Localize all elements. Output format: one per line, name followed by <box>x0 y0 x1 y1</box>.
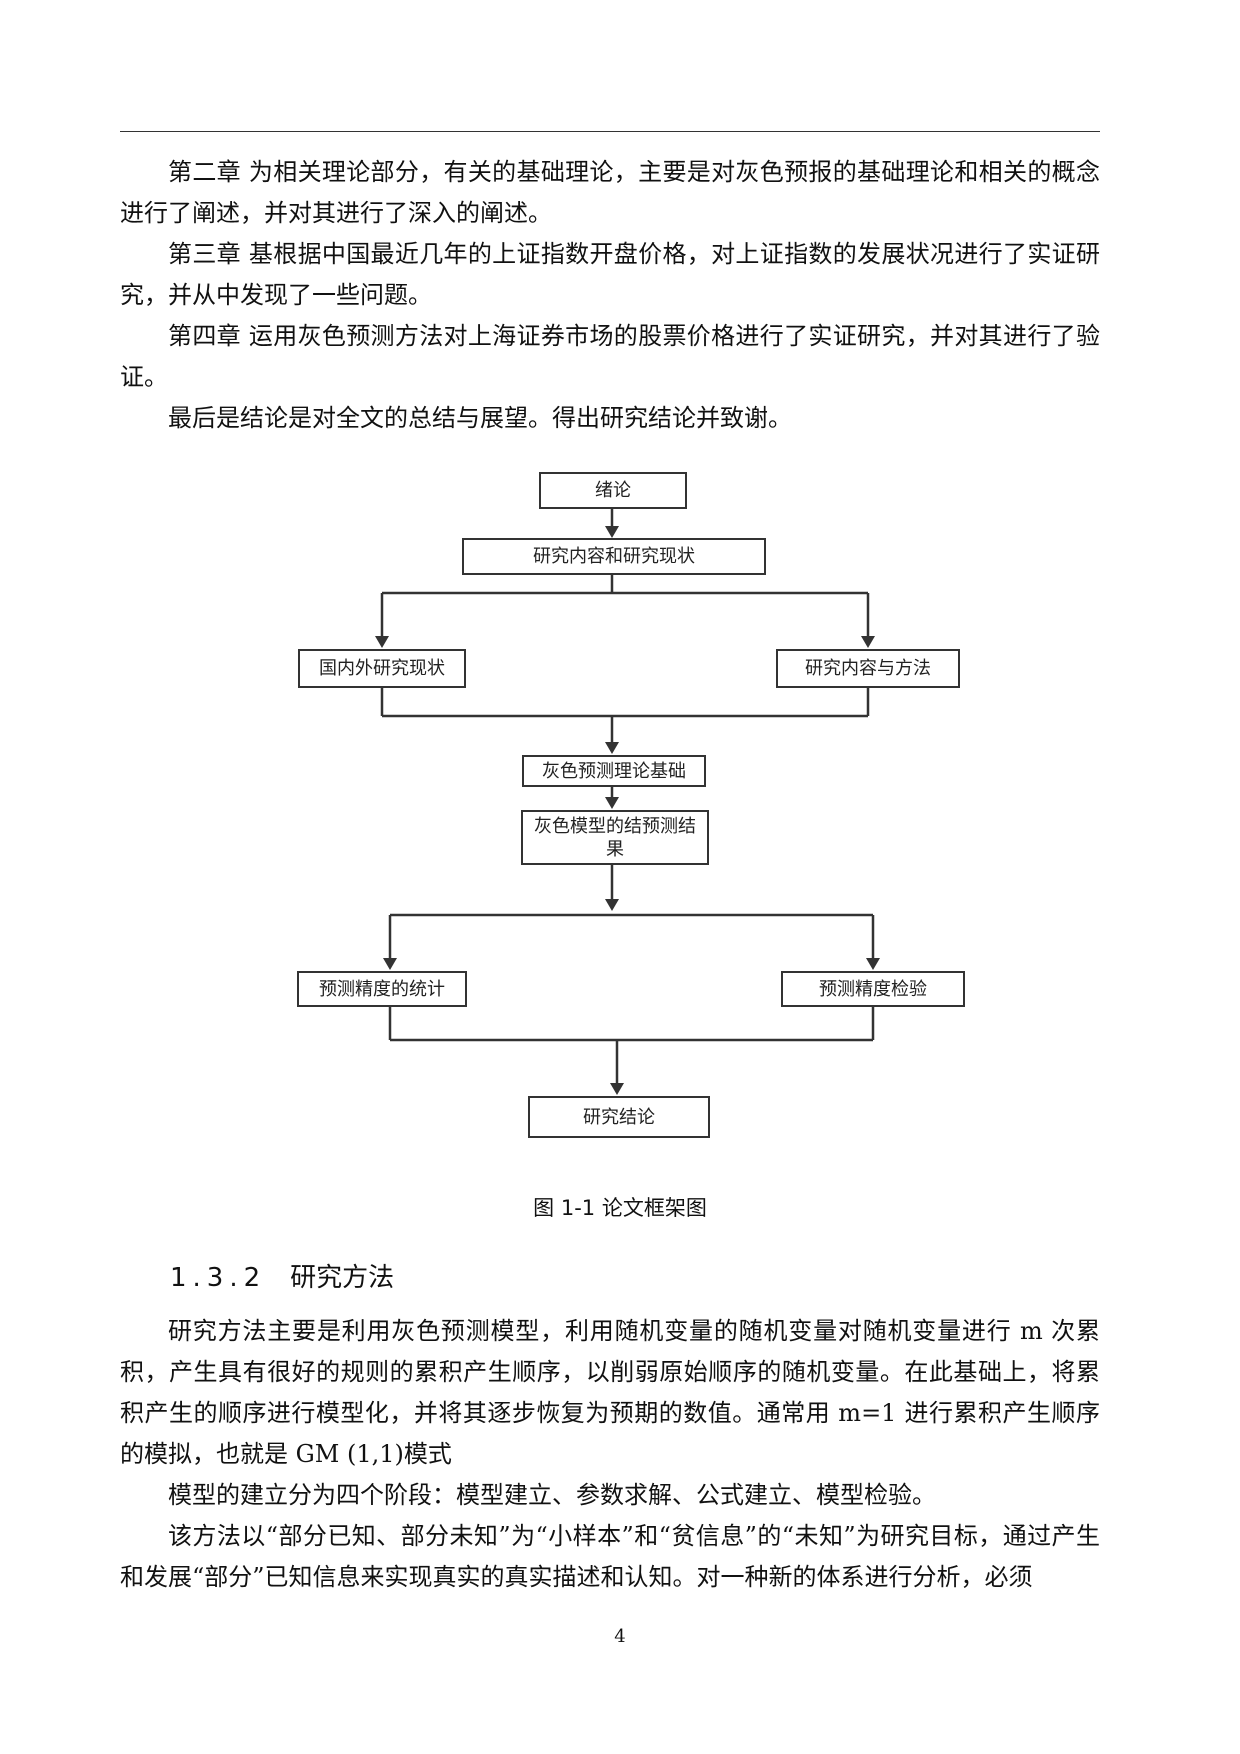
paragraph-chapter-4: 第四章 运用灰色预测方法对上海证券市场的股票价格进行了实证研究，并对其进行了验证… <box>120 322 1100 391</box>
header-rule <box>120 131 1100 132</box>
page-number: 4 <box>614 1626 626 1647</box>
node-label-line-1: 灰色模型的结预测结 <box>534 816 696 837</box>
node-accuracy-statistics: 预测精度的统计 <box>297 971 467 1007</box>
node-grey-theory-basis: 灰色预测理论基础 <box>522 755 706 787</box>
node-label: 研究内容和研究现状 <box>533 546 695 567</box>
figure-caption: 图 1-1 论文框架图 <box>533 1196 707 1220</box>
node-label: 研究内容与方法 <box>805 658 931 679</box>
section-heading: 1.3.2 研究方法 <box>170 1257 394 1294</box>
node-label: 预测精度的统计 <box>319 979 445 1000</box>
node-label: 预测精度检验 <box>819 979 927 1000</box>
node-introduction: 绪论 <box>539 472 687 509</box>
node-research-conclusion: 研究结论 <box>528 1096 710 1138</box>
diagram-connectors <box>375 508 880 1095</box>
node-content-and-methods: 研究内容与方法 <box>776 649 960 688</box>
paragraph-chapter-3: 第三章 基根据中国最近几年的上证指数开盘价格，对上证指数的发展状况进行了实证研究… <box>120 240 1100 309</box>
paragraph-conclusion: 最后是结论是对全文的总结与展望。得出研究结论并致谢。 <box>168 404 792 432</box>
node-label: 研究结论 <box>583 1107 655 1128</box>
paragraph-method-1: 研究方法主要是利用灰色预测模型，利用随机变量的随机变量对随机变量进行 m 次累积… <box>120 1317 1100 1468</box>
node-label: 灰色预测理论基础 <box>542 761 686 782</box>
node-label: 绪论 <box>595 480 631 501</box>
section-title: 研究方法 <box>290 1263 395 1293</box>
paragraph-method-3: 该方法以“部分已知、部分未知”为“小样本”和“贫信息”的“未知”为研究目标，通过… <box>120 1522 1100 1591</box>
paragraph-method-2: 模型的建立分为四个阶段：模型建立、参数求解、公式建立、模型检验。 <box>168 1481 936 1509</box>
node-label: 国内外研究现状 <box>319 658 445 679</box>
node-grey-model-results: 灰色模型的结预测结 果 <box>521 810 709 865</box>
node-domestic-foreign-status: 国内外研究现状 <box>298 649 466 688</box>
section-number: 1.3.2 <box>170 1263 267 1293</box>
paragraph-chapter-2: 第二章 为相关理论部分，有关的基础理论，主要是对灰色预报的基础理论和相关的概念进… <box>120 158 1100 227</box>
node-research-content-and-status: 研究内容和研究现状 <box>462 538 766 575</box>
node-label-line-2: 果 <box>606 839 624 860</box>
node-accuracy-test: 预测精度检验 <box>781 971 965 1007</box>
